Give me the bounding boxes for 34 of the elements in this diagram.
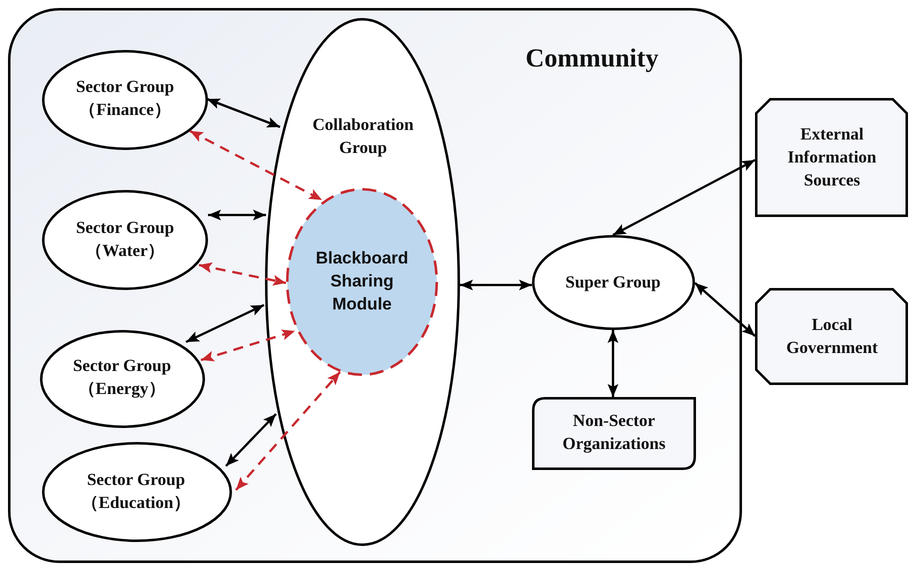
dashed-arrow	[189, 130, 323, 202]
node-label: Sector Group （Education）	[80, 469, 192, 514]
sector-ellipse	[40, 330, 205, 428]
double-arrow	[206, 98, 280, 128]
module-ellipse	[286, 188, 438, 376]
node-label: Sector Group （Finance）	[74, 76, 176, 121]
group-ellipse	[532, 235, 695, 330]
source-box	[755, 98, 908, 217]
node-label: Collaboration Group	[311, 114, 415, 159]
node-label: External Information Sources	[786, 124, 878, 192]
group-ellipse	[265, 18, 460, 546]
community-panel	[8, 8, 742, 563]
double-arrow	[208, 210, 266, 220]
node-label: Non-Sector Organizations	[562, 410, 666, 455]
dashed-arrow	[235, 371, 341, 491]
dashed-arrow	[198, 262, 286, 286]
dashed-arrow	[200, 330, 296, 362]
node-label: Local Government	[785, 314, 879, 359]
sector-ellipse	[42, 190, 208, 290]
sector-ellipse	[42, 442, 232, 542]
double-arrow	[460, 280, 532, 290]
double-arrow	[608, 330, 618, 397]
sector-ellipse	[42, 50, 208, 150]
node-label: Super Group	[564, 272, 662, 294]
double-arrow	[694, 282, 756, 337]
panel-title: Community	[524, 42, 660, 74]
node-label: Sector Group （Water）	[74, 217, 176, 262]
node-label: Blackboard Sharing Module	[314, 248, 410, 316]
double-arrow	[612, 158, 756, 236]
node-label: Sector Group （Energy）	[72, 355, 172, 400]
double-arrow	[186, 304, 264, 344]
double-arrow	[225, 413, 277, 467]
government-box	[755, 288, 908, 385]
organization-box	[532, 397, 696, 470]
